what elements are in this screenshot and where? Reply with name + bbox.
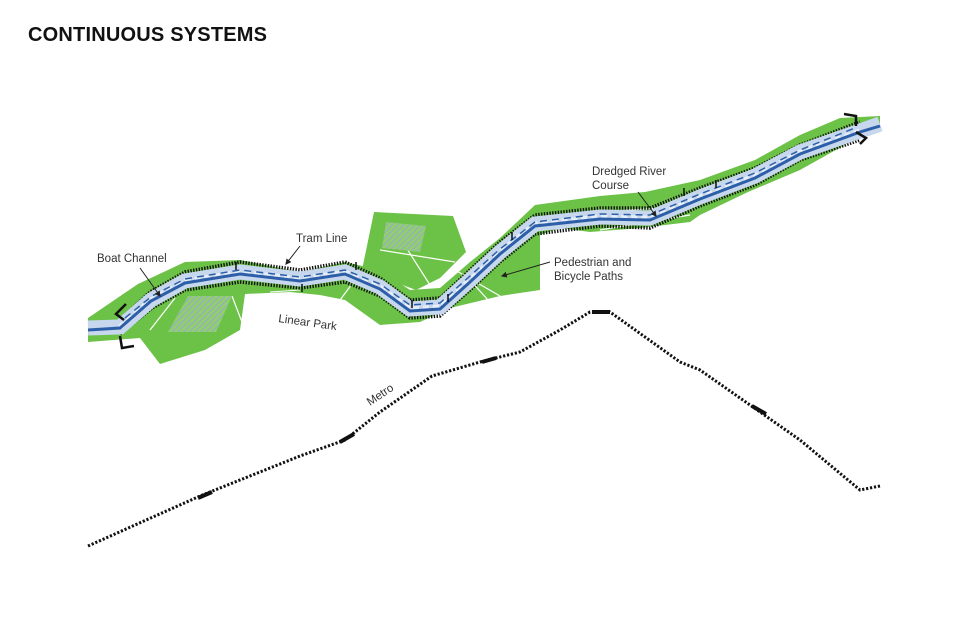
label-dredged-river-2: Course bbox=[592, 180, 629, 192]
hatched-plaza-lower bbox=[168, 296, 232, 332]
page-title: CONTINUOUS SYSTEMS bbox=[28, 24, 268, 46]
metro-line bbox=[87, 310, 881, 548]
annotation-pedestrian-paths: Pedestrian and Bicycle Paths bbox=[500, 257, 631, 283]
label-tram-line: Tram Line bbox=[296, 233, 347, 245]
label-pedestrian-1: Pedestrian and bbox=[554, 257, 631, 269]
annotation-dredged-river: Dredged River Course bbox=[592, 166, 666, 217]
label-pedestrian-2: Bicycle Paths bbox=[554, 271, 623, 283]
corridor-end-east bbox=[843, 112, 869, 145]
label-boat-channel: Boat Channel bbox=[97, 253, 167, 265]
label-dredged-river-1: Dredged River bbox=[592, 166, 666, 178]
park-shape-main bbox=[88, 116, 880, 364]
boat-channel bbox=[87, 124, 881, 332]
annotation-tram-line: Tram Line bbox=[285, 233, 347, 265]
label-linear-park: Linear Park bbox=[278, 313, 338, 333]
annotation-boat-channel: Boat Channel bbox=[97, 253, 167, 297]
corridor-end-west bbox=[114, 303, 135, 350]
hatched-plaza-upper bbox=[382, 222, 426, 252]
